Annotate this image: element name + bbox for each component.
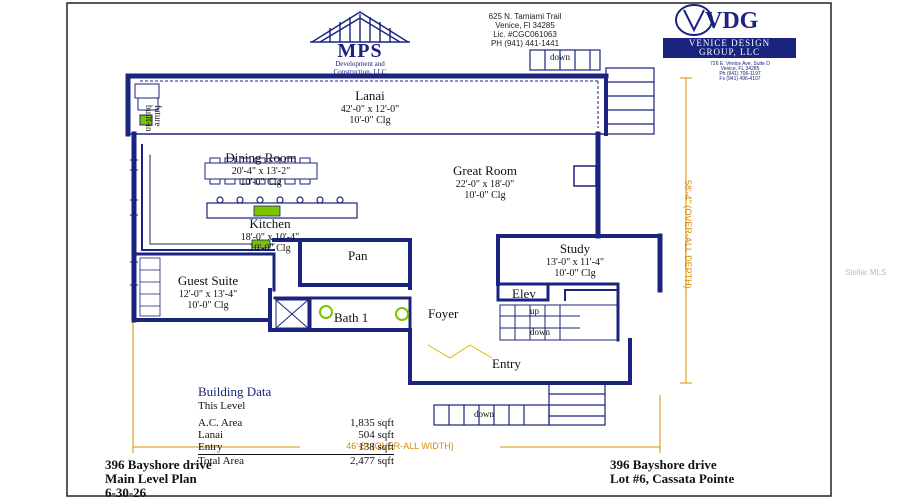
- west-windows: [130, 159, 138, 286]
- building-data-row-label: Lanai: [198, 429, 224, 441]
- room-bath-name: Bath 1: [334, 310, 369, 325]
- future-built-in-label: future built-in: [144, 105, 163, 132]
- dining-table: [204, 157, 318, 185]
- footer-right-line1: 396 Bayshore drive: [610, 457, 717, 472]
- building-data-row-label: Entry: [198, 441, 223, 453]
- room-dining: Dining Room 20'-4" x 13'-2" 10'-0" Clg: [198, 150, 324, 188]
- room-entry-name: Entry: [492, 356, 521, 371]
- room-dining-dims: 20'-4" x 13'-2": [231, 166, 291, 177]
- vdg-address-1: 726 E. Venice Ave. Suite D: [710, 61, 770, 67]
- room-kitchen: Kitchen 18'-0" x 10'-4" 10'-0" Clg: [210, 216, 330, 254]
- footer-left: 396 Bayshore drive Main Level Plan 6-30-…: [105, 458, 212, 500]
- lanai-screen-dashed: [140, 80, 599, 128]
- overall-depth-dim: 58'-4" (OVER-ALL DEPTH): [683, 180, 693, 289]
- stairs-bottom: [433, 382, 606, 426]
- room-study-dims: 13'-0" x 11'-4": [545, 257, 605, 268]
- building-data-total-label: Total Area: [198, 455, 244, 467]
- vdg-logo-text: VDG: [705, 8, 759, 34]
- room-great-dims: 22'-0" x 18'-0": [455, 179, 515, 190]
- stair-down-mid-label: down: [530, 327, 550, 337]
- building-data-row-value: 138 sqft: [358, 441, 394, 453]
- building-data-row-value: 1,835 sqft: [350, 417, 394, 429]
- room-lanai-name: Lanai: [355, 88, 385, 103]
- room-dining-name: Dining Room: [225, 150, 297, 165]
- overall-width-dim: 46'-8" (OVER-ALL WIDTH): [300, 441, 500, 451]
- building-data-row: A.C. Area 1,835 sqft: [198, 417, 394, 429]
- building-data-subtitle: This Level: [198, 400, 246, 412]
- building-data-row: Lanai 504 sqft: [198, 429, 394, 441]
- builder-address-2: Venice, Fl 34285: [495, 21, 555, 30]
- stairs-top: [529, 49, 655, 135]
- room-lanai-dims: 42'-0" x 12'-0": [340, 104, 400, 115]
- kitchen-island: [206, 196, 358, 219]
- building-data-row: Entry 138 sqft: [198, 441, 394, 453]
- room-kitchen-clg: 10'-0" Clg: [249, 243, 291, 254]
- builder-tagline-1: Development and: [335, 60, 385, 68]
- room-dining-clg: 10'-0" Clg: [240, 177, 282, 188]
- sheet-border: [66, 2, 832, 497]
- entry-doors: [427, 344, 493, 359]
- builder-phone: PH (941) 441-1441: [490, 39, 560, 48]
- kitchen-sink: [253, 205, 281, 217]
- room-great-clg: 10'-0" Clg: [464, 190, 506, 201]
- building-data-row-value: 504 sqft: [358, 429, 394, 441]
- room-guest: Guest Suite 12'-0" x 13'-4" 10'-0" Clg: [156, 273, 260, 311]
- stair-down-top-label: down: [550, 52, 570, 62]
- vdg-address-3: Ph (941) 706-1197: [719, 71, 761, 77]
- stairs-interior: [499, 304, 619, 341]
- stair-up-label: up: [530, 306, 539, 316]
- vdg-name-banner: VENICE DESIGN GROUP, LLC: [663, 38, 796, 58]
- vdg-name-1: VENICE DESIGN: [688, 38, 771, 48]
- room-pantry-name: Pan: [348, 248, 368, 263]
- stair-down-bottom-label: down: [474, 409, 494, 419]
- bath-shower: [275, 299, 309, 329]
- room-study-clg: 10'-0" Clg: [554, 268, 596, 279]
- bath-sink: [395, 307, 409, 321]
- building-data-title: Building Data: [198, 384, 272, 399]
- lanai-grill: [134, 83, 160, 126]
- guest-closet: [139, 257, 161, 317]
- room-guest-dims: 12'-0" x 13'-4": [178, 289, 238, 300]
- footer-left-line1: 396 Bayshore drive: [105, 457, 212, 472]
- room-great-name: Great Room: [453, 163, 517, 178]
- footer-right-line2: Lot #6, Cassata Pointe: [610, 471, 735, 486]
- vdg-name-2: GROUP, LLC: [698, 47, 760, 57]
- building-data-row-label: A.C. Area: [198, 417, 243, 429]
- building-data-table: Building Data This Level A.C. Area 1,835 …: [198, 384, 394, 467]
- builder-name: MPS: [337, 40, 383, 62]
- footer-left-line3: 6-30-26: [105, 485, 147, 500]
- vdg-address-4: Fx (941) 496-4107: [719, 76, 761, 82]
- vdg-circle-logo: [675, 4, 713, 36]
- mps-roof-logo: [310, 11, 410, 43]
- building-data-total-row: Total Area 2,477 sqft: [198, 454, 394, 467]
- room-guest-name: Guest Suite: [177, 273, 239, 288]
- bath-toilet: [319, 305, 333, 319]
- builder-address-1: 625 N. Tamiami Trail: [488, 12, 562, 21]
- building-data-total-value: 2,477 sqft: [350, 455, 394, 467]
- vdg-address-2: Venice, FL 34285: [720, 66, 760, 72]
- room-great: Great Room 22'-0" x 18'-0" 10'-0" Clg: [420, 163, 550, 201]
- room-guest-clg: 10'-0" Clg: [187, 300, 229, 311]
- room-study-name: Study: [559, 241, 591, 256]
- builder-license: Lic. #CGC061063: [493, 30, 557, 39]
- fireplace: [573, 165, 597, 187]
- mls-watermark: Stellar MLS: [845, 268, 887, 277]
- footer-left-line2: Main Level Plan: [105, 471, 197, 486]
- room-lanai-clg: 10'-0" Clg: [349, 115, 391, 126]
- kitchen-cooktop: [251, 239, 271, 249]
- built-in-label: built-in: [144, 105, 154, 132]
- builder-tagline-2: Construction, LLC: [333, 68, 387, 76]
- future-label: future: [153, 105, 163, 127]
- footer-right: 396 Bayshore drive Lot #6, Cassata Point…: [610, 458, 734, 486]
- room-foyer-name: Foyer: [428, 306, 459, 321]
- room-elevator-name: Elev: [512, 286, 536, 301]
- room-kitchen-dims: 18'-0" x 10'-4": [240, 232, 300, 243]
- room-kitchen-name: Kitchen: [249, 216, 291, 231]
- room-study: Study 13'-0" x 11'-4" 10'-0" Clg: [520, 241, 630, 279]
- room-lanai: Lanai 42'-0" x 12'-0" 10'-0" Clg: [300, 88, 440, 126]
